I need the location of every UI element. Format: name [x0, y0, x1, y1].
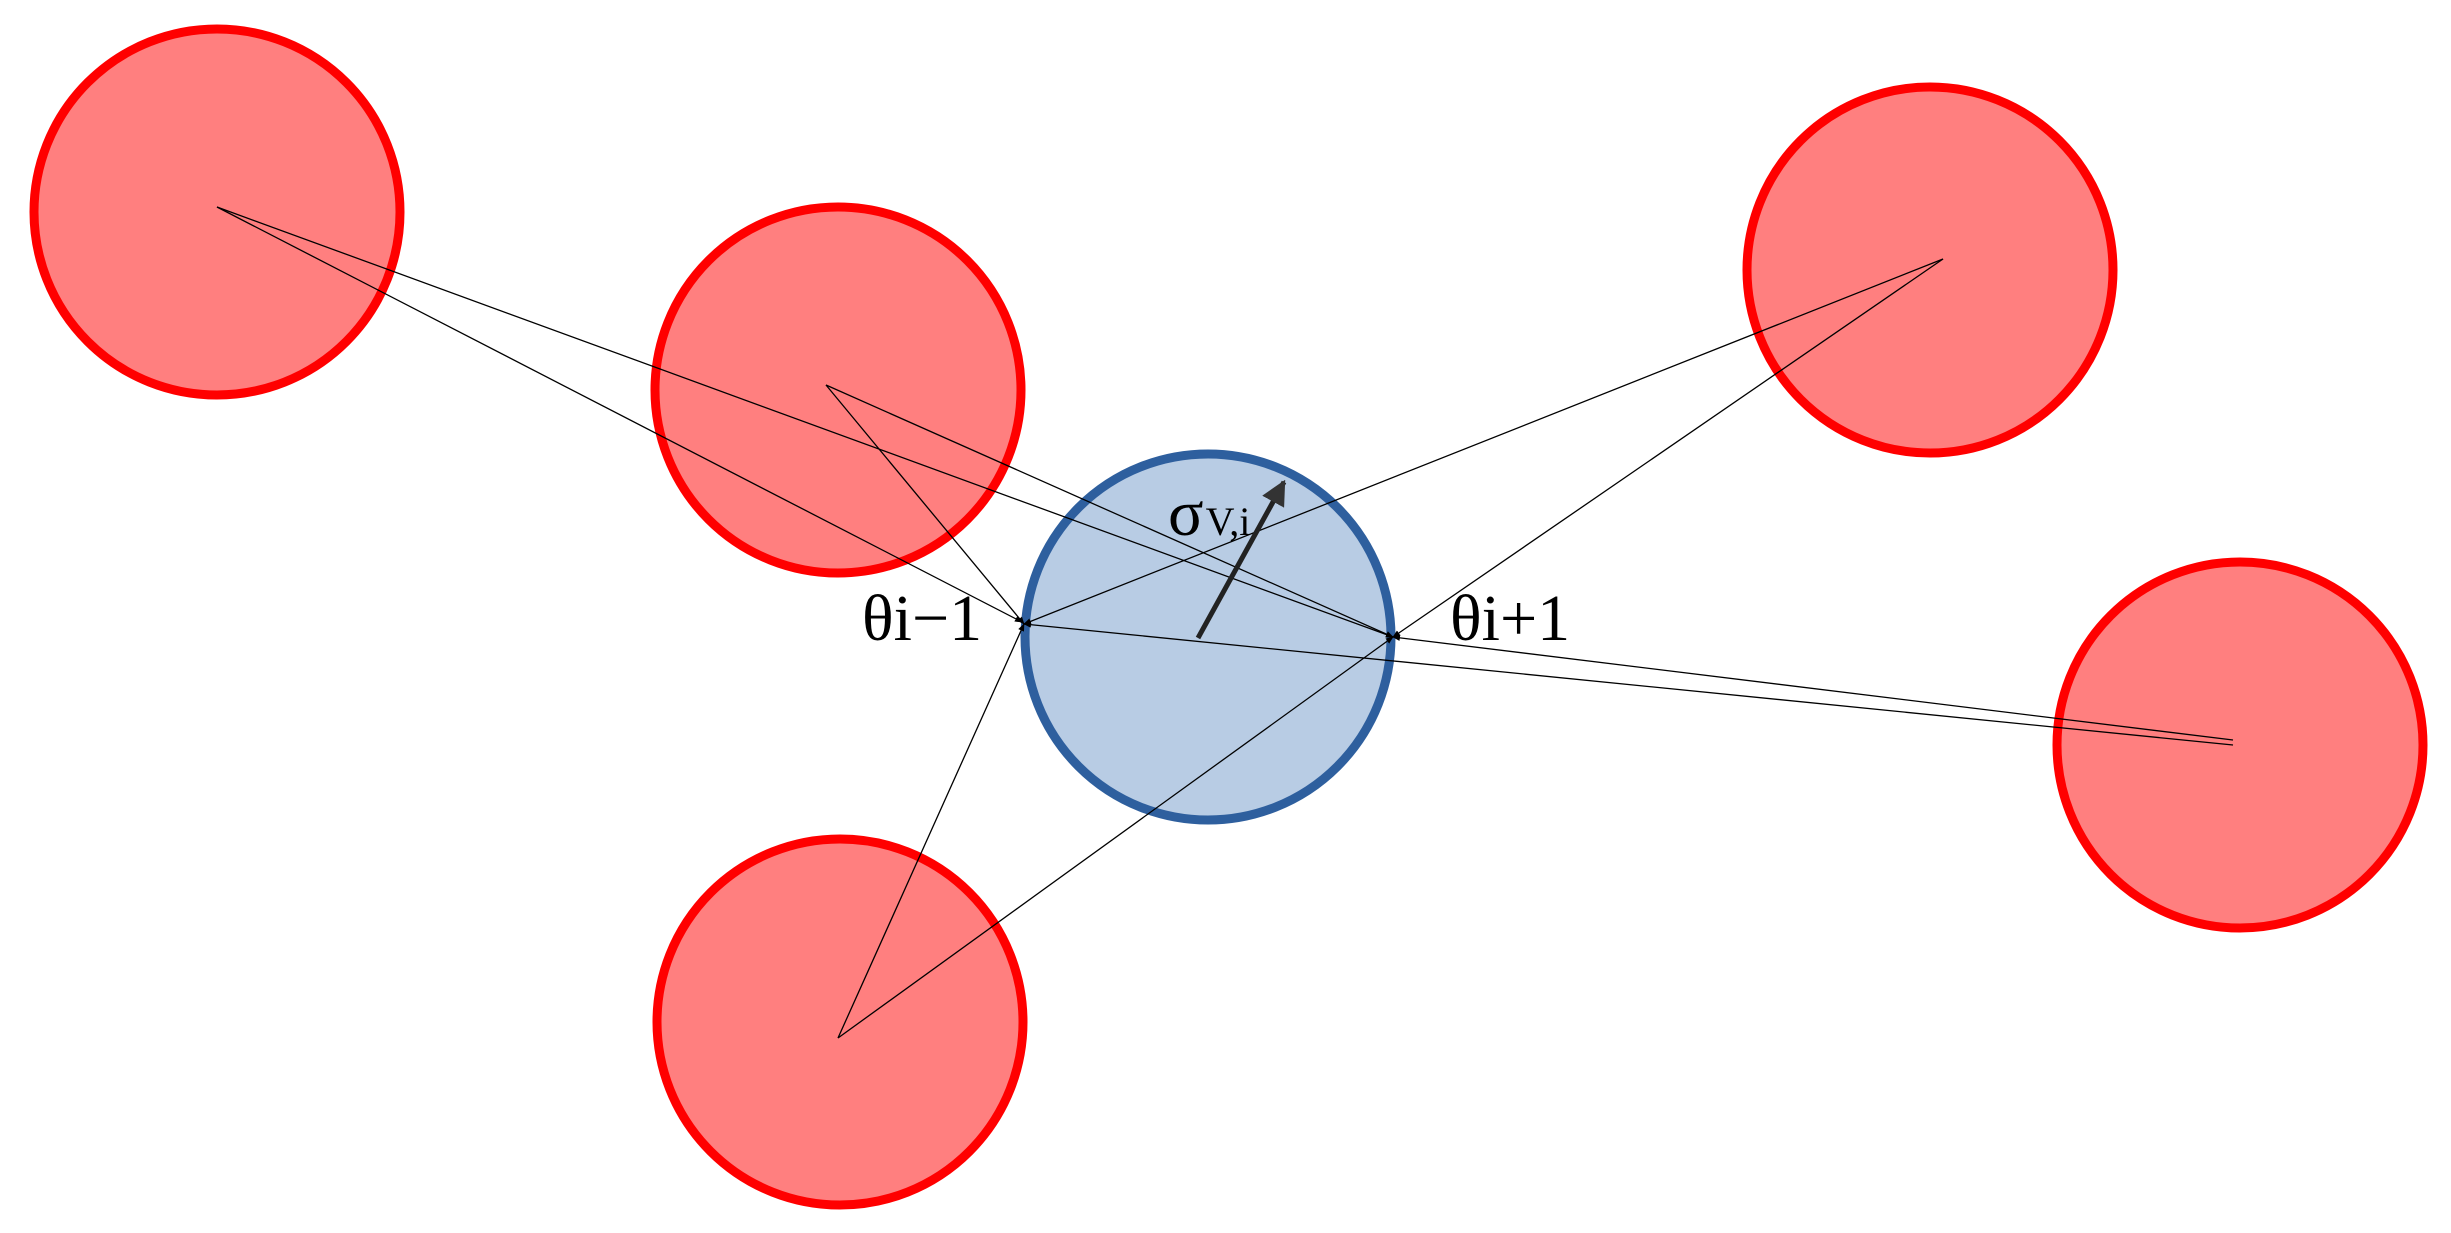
theta-next-label: θi+1 [1450, 582, 1570, 655]
line-right-to-left-contact [1023, 621, 2234, 746]
line-topleft-to-right-contact [216, 206, 1394, 638]
sigma-symbol: σ [1168, 477, 1204, 550]
neighbor-particle-right [2052, 557, 2428, 933]
neighbor-particle-bottom [652, 834, 1028, 1210]
theta-prev-label: θi−1 [862, 582, 982, 655]
line-topright-to-left-contact [1023, 258, 1944, 625]
connection-lines [216, 206, 2234, 1039]
line-topright-to-right-contact [1392, 258, 1944, 638]
line-bottom-to-left-contact [837, 623, 1025, 1039]
line-uppermid-to-left-contact [825, 384, 1025, 625]
sigma-radius-arrow [1195, 479, 1287, 640]
neighbor-particle-top-right [1742, 82, 2118, 458]
line-uppermid-to-right-contact [825, 384, 1394, 638]
neighbor-particle-top-left [29, 24, 405, 400]
line-topleft-to-left-contact [216, 206, 1023, 623]
sigma-label: σV,i [1168, 477, 1250, 550]
line-right-to-right-contact [1392, 634, 2234, 741]
sigma-subscript: V,i [1206, 499, 1251, 544]
line-bottom-to-right-contact [837, 636, 1394, 1039]
